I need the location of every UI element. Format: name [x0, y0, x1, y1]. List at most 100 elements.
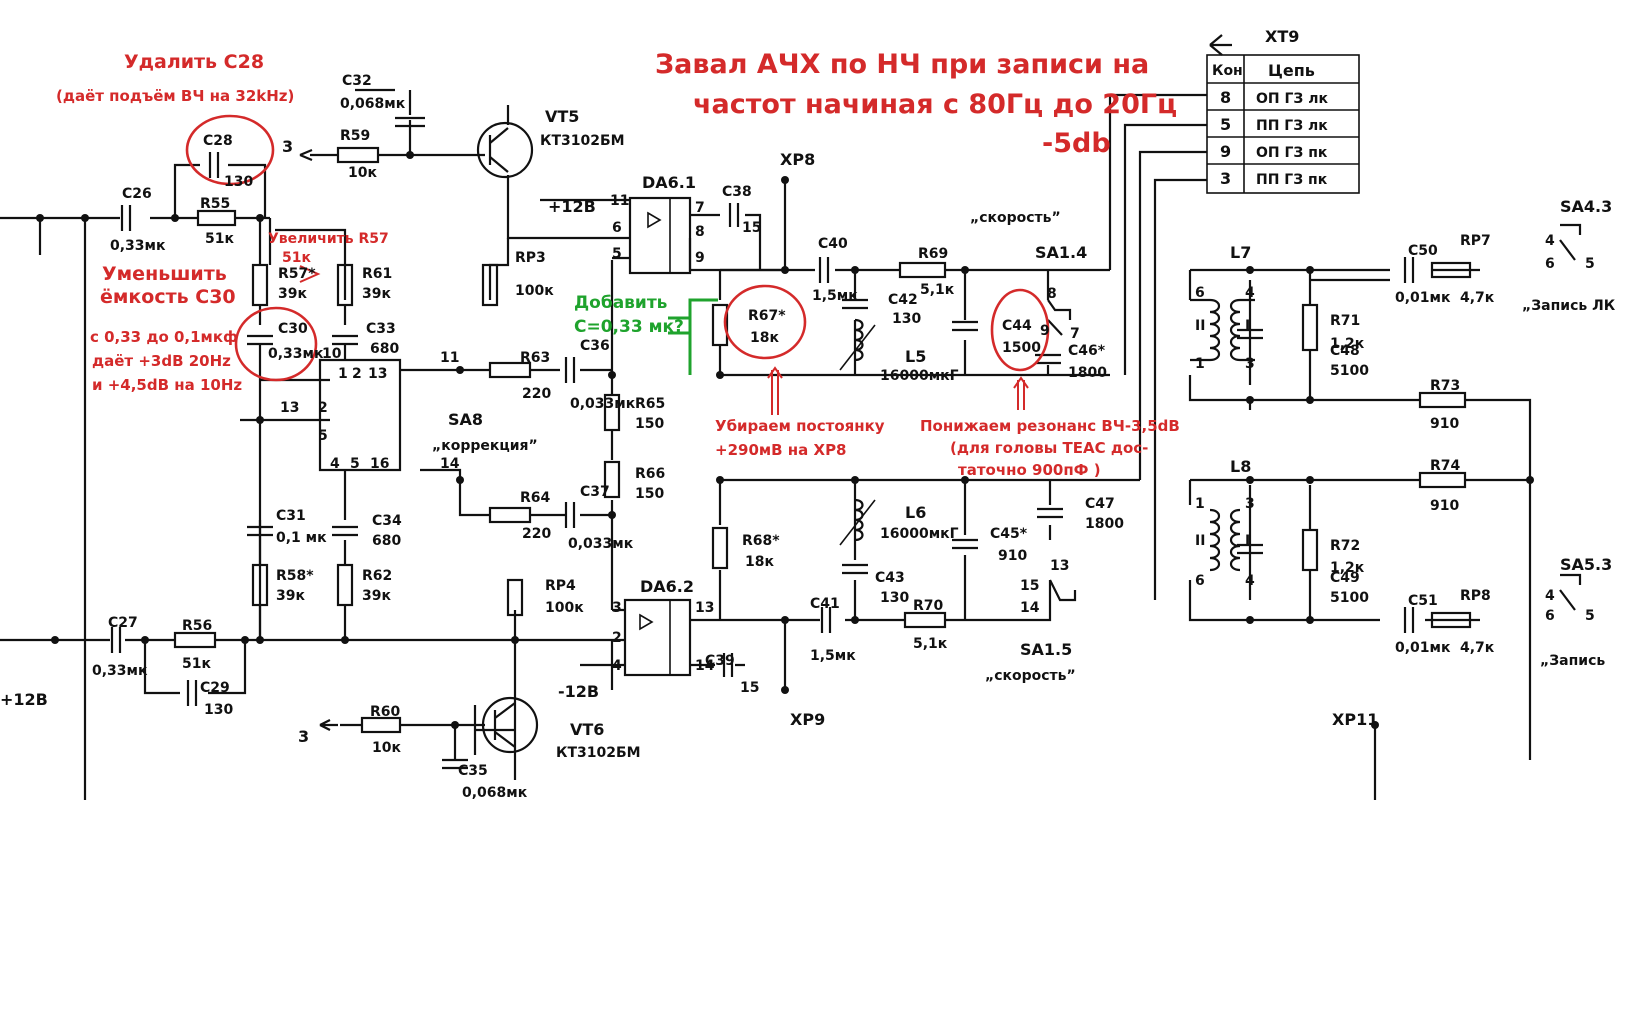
- svg-text:14: 14: [1020, 600, 1040, 616]
- c33-val: 680: [370, 341, 399, 357]
- resistor-symbol: [711, 303, 729, 347]
- c51-val: 0,01мк: [1395, 640, 1451, 656]
- rp7-ref: RP7: [1460, 233, 1491, 249]
- l5-ref: L5: [905, 347, 926, 366]
- svg-text:7: 7: [695, 200, 705, 216]
- c33-ref: С33: [366, 321, 396, 337]
- c28-ref: С28: [203, 133, 233, 149]
- r66-ref: R66: [635, 466, 665, 482]
- switch-symbol: [1559, 573, 1582, 611]
- c45-ref: С45*: [990, 526, 1028, 542]
- out3-bottom-label: 3: [298, 727, 309, 746]
- c39-val: 15: [740, 680, 759, 696]
- r73-val: 910: [1430, 416, 1459, 432]
- c45-val: 910: [998, 548, 1027, 564]
- c44-val: 1500: [1002, 340, 1041, 356]
- title-line-3: -5db: [1042, 128, 1111, 159]
- r70-ref: R70: [913, 598, 944, 614]
- capacitor-symbol: [1403, 257, 1415, 283]
- r60-val: 10к: [372, 740, 401, 756]
- c47-ref: С47: [1085, 496, 1115, 512]
- opamp-symbol: [623, 598, 692, 677]
- svg-text:6: 6: [1195, 285, 1205, 301]
- capacitor-symbol: [442, 758, 468, 770]
- svg-text:16: 16: [370, 456, 389, 472]
- resistor-symbol: [173, 631, 217, 649]
- svg-text:14: 14: [440, 456, 460, 472]
- svg-text:11: 11: [610, 193, 629, 209]
- capacitor-symbol: [395, 116, 425, 128]
- svg-text:13: 13: [1050, 558, 1069, 574]
- r61-val: 39к: [362, 286, 391, 302]
- add-capacitor-line-1: Добавить: [574, 293, 667, 313]
- c35-ref: С35: [458, 763, 488, 779]
- l7-ref: L7: [1230, 243, 1251, 262]
- svg-text:4: 4: [1545, 233, 1555, 249]
- c30-val: 0,33мк: [268, 346, 324, 362]
- r74-val: 910: [1430, 498, 1459, 514]
- svg-text:5: 5: [318, 428, 328, 444]
- resistor-symbol: [336, 146, 380, 164]
- c39-ref: С39: [705, 653, 735, 669]
- c35-val: 0,068мк: [462, 785, 528, 801]
- svg-text:5: 5: [1585, 608, 1595, 624]
- transistor-symbol: [481, 696, 539, 754]
- svg-text:1: 1: [1195, 496, 1205, 512]
- resistor-symbol: [711, 526, 729, 570]
- sa43-label: SA4.3: [1560, 197, 1612, 216]
- r72-ref: R72: [1330, 538, 1360, 554]
- switch-symbol: [1047, 299, 1072, 336]
- r59-ref: R59: [340, 128, 370, 144]
- r71-val: 1,2к: [1330, 336, 1365, 352]
- capacitor-symbol: [110, 627, 122, 653]
- resistor-symbol: [481, 263, 499, 307]
- c51-ref: С51: [1408, 593, 1438, 609]
- resistor-symbol: [251, 263, 269, 307]
- svg-text:6: 6: [1545, 608, 1555, 624]
- svg-text:8: 8: [1047, 286, 1057, 302]
- xp11-label: XP11: [1332, 710, 1378, 729]
- l6-val: 16000мкГ: [880, 526, 959, 542]
- increase-r57-note: Увеличить R57: [268, 231, 389, 247]
- svg-text:3: 3: [612, 600, 622, 616]
- capacitor-symbol: [722, 653, 734, 677]
- capacitor-symbol: [208, 152, 220, 178]
- net-labels: XP8 XP9 XP11 SA8 „коррекция” SA1.4 SA1.5…: [0, 137, 1616, 746]
- opamp-symbol: [628, 196, 692, 275]
- r56-ref: R56: [182, 618, 212, 634]
- rp4-val: 100к: [545, 600, 584, 616]
- r68-val: 18к: [745, 554, 774, 570]
- capacitor-symbol: [1035, 353, 1061, 365]
- da61-ref: DA6.1: [642, 173, 696, 192]
- r69-ref: R69: [918, 246, 948, 262]
- svg-text:13: 13: [368, 366, 387, 382]
- r55-val: 51к: [205, 231, 234, 247]
- korr-label: „коррекция”: [432, 438, 538, 454]
- r57-val: 39к: [278, 286, 307, 302]
- l8-ref: L8: [1230, 457, 1251, 476]
- remove-dc-line-2: +290мВ на XP8: [715, 441, 847, 459]
- svg-text:5: 5: [1585, 256, 1595, 272]
- svg-text:2: 2: [612, 630, 622, 646]
- inductor-symbol: [839, 318, 876, 371]
- c36-val: 0,033мк: [570, 396, 636, 412]
- c31-ref: С31: [276, 508, 306, 524]
- resistor-symbol: [360, 716, 402, 734]
- xp9-label: XP9: [790, 710, 825, 729]
- svg-text:4: 4: [1545, 588, 1555, 604]
- svg-text:4: 4: [612, 658, 622, 674]
- resistor-symbol: [251, 563, 269, 607]
- rec-lk-label: „Запись ЛК: [1522, 298, 1616, 314]
- resistor-symbol: [506, 578, 524, 617]
- r74-ref: R74: [1430, 458, 1461, 474]
- capacitor-symbol: [728, 203, 740, 227]
- rp8-ref: RP8: [1460, 588, 1491, 604]
- resistor-symbol: [898, 261, 947, 279]
- capacitor-symbol: [564, 357, 576, 383]
- inductor-symbol: [839, 498, 876, 546]
- c47-val: 1800: [1085, 516, 1124, 532]
- rp4-ref: RP4: [545, 578, 576, 594]
- c50-val: 0,01мк: [1395, 290, 1451, 306]
- svg-text:5: 5: [612, 246, 622, 262]
- sa15-label: SA1.5: [1020, 640, 1072, 659]
